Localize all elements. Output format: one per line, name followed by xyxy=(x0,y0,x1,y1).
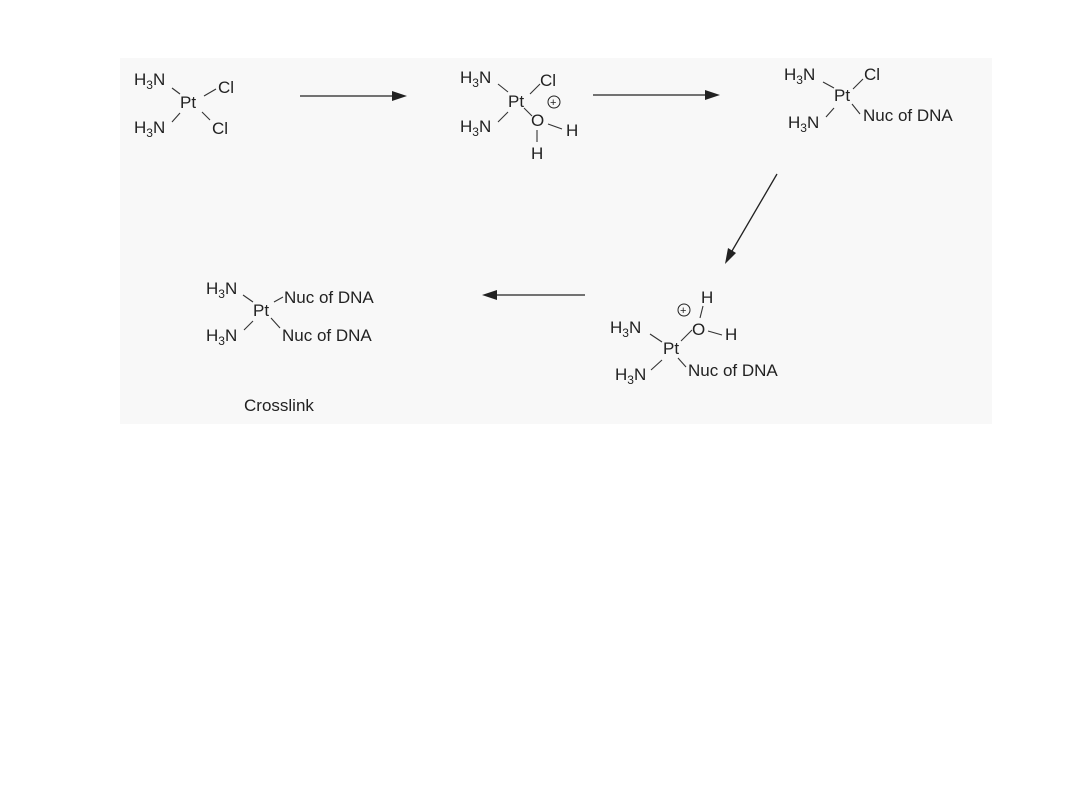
bond xyxy=(707,330,723,336)
reaction-arrow-2 xyxy=(593,90,720,100)
aquamono-oxygen: O xyxy=(692,320,705,339)
reaction-scheme: H3N H3N Pt Cl Cl H3N H3N Pt Cl O H H + xyxy=(134,65,953,415)
bond xyxy=(547,123,563,130)
species-cisplatin: H3N H3N Pt Cl Cl xyxy=(134,70,234,140)
bond xyxy=(822,81,835,89)
aqua-hydrogen-right: H xyxy=(566,121,578,140)
aquamono-nh3-top: H3N xyxy=(610,318,641,340)
positive-charge-icon: + xyxy=(547,95,561,109)
bond xyxy=(273,296,284,303)
aqua-hydrogen-bottom: H xyxy=(531,144,543,163)
bond xyxy=(497,83,509,93)
cisplatin-cl-top: Cl xyxy=(218,78,234,97)
bond xyxy=(242,294,254,303)
cross-pt: Pt xyxy=(253,301,269,320)
aquamono-hydrogen-right: H xyxy=(725,325,737,344)
mono-pt: Pt xyxy=(834,86,850,105)
aquamono-nh3-bottom: H3N xyxy=(615,365,646,387)
cisplatin-nh3-top: H3N xyxy=(134,70,165,92)
aqua-charge-sign: + xyxy=(550,97,556,109)
aquamono-nuc-dna: Nuc of DNA xyxy=(688,361,778,380)
reaction-arrow-1 xyxy=(300,91,407,101)
aqua-nh3-top: H3N xyxy=(460,68,491,90)
cross-nh3-bottom: H3N xyxy=(206,326,237,348)
aquamono-charge-sign: + xyxy=(680,305,686,317)
bond xyxy=(851,103,861,115)
reaction-arrow-4 xyxy=(482,290,585,300)
bond xyxy=(852,78,864,90)
cross-nuc-dna-top: Nuc of DNA xyxy=(284,288,374,307)
bond xyxy=(529,83,541,95)
aqua-cl: Cl xyxy=(540,71,556,90)
positive-charge-icon: + xyxy=(677,303,691,317)
aquamono-pt: Pt xyxy=(663,339,679,358)
mono-nh3-bottom: H3N xyxy=(788,113,819,135)
reaction-scheme-panel: H3N H3N Pt Cl Cl H3N H3N Pt Cl O H H + xyxy=(120,58,992,424)
species-aqua-complex: H3N H3N Pt Cl O H H + xyxy=(460,68,578,163)
aqua-nh3-bottom: H3N xyxy=(460,117,491,139)
bond xyxy=(523,107,533,117)
mono-cl: Cl xyxy=(864,65,880,84)
bond xyxy=(677,357,687,368)
species-aqua-monoadduct: H3N H3N Pt H O H Nuc of DNA + xyxy=(610,288,778,387)
aquamono-hydrogen-top: H xyxy=(701,288,713,307)
bond xyxy=(825,107,835,118)
bond xyxy=(699,305,704,319)
bond xyxy=(201,111,211,121)
cross-nh3-top: H3N xyxy=(206,279,237,301)
cross-nuc-dna-bottom: Nuc of DNA xyxy=(282,326,372,345)
bond xyxy=(270,317,281,329)
bond xyxy=(243,320,254,331)
crosslink-caption: Crosslink xyxy=(244,396,314,415)
cisplatin-cl-bottom: Cl xyxy=(212,119,228,138)
reaction-arrow-3 xyxy=(725,173,778,264)
bond xyxy=(497,111,509,123)
bond xyxy=(650,359,663,371)
aqua-pt: Pt xyxy=(508,92,524,111)
bond xyxy=(680,329,693,342)
cisplatin-pt: Pt xyxy=(180,93,196,112)
species-monoadduct: H3N H3N Pt Cl Nuc of DNA xyxy=(784,65,953,135)
aqua-oxygen: O xyxy=(531,111,544,130)
cisplatin-nh3-bottom: H3N xyxy=(134,118,165,140)
bond xyxy=(649,333,663,343)
species-crosslink: H3N H3N Pt Nuc of DNA Nuc of DNA Crossli… xyxy=(206,279,374,415)
bond xyxy=(203,88,217,97)
bond xyxy=(171,87,181,95)
bond xyxy=(171,112,181,123)
mono-nuc-dna: Nuc of DNA xyxy=(863,106,953,125)
mono-nh3-top: H3N xyxy=(784,65,815,87)
